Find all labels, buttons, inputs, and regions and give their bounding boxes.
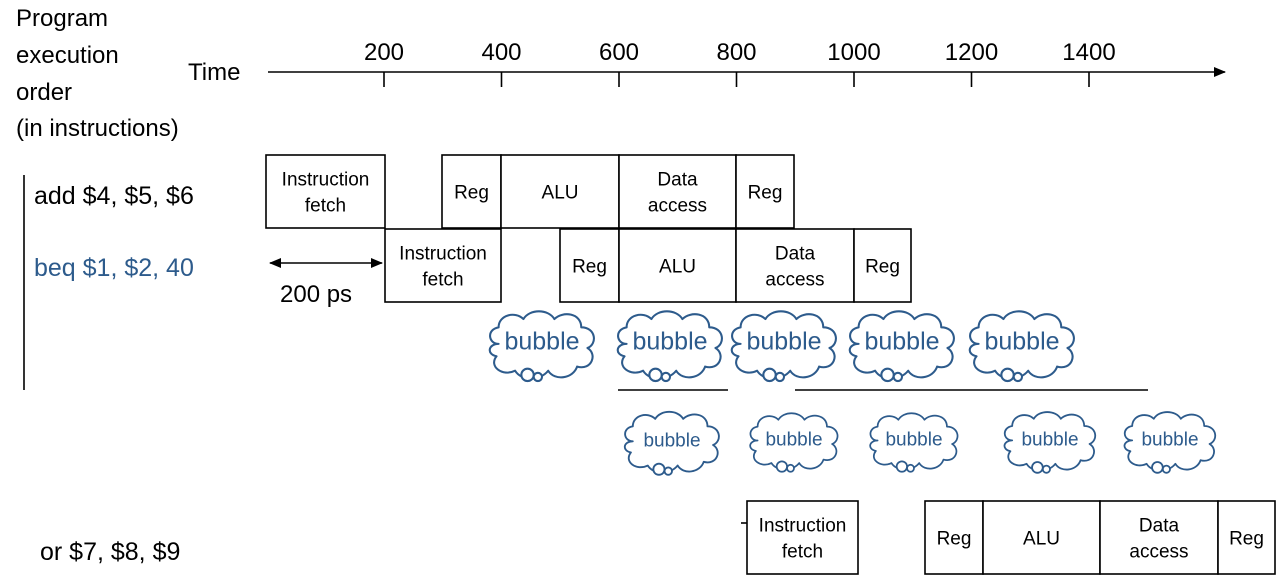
- bubble-small-3: bubble: [869, 412, 959, 473]
- program-order-line-4: (in instructions): [16, 115, 179, 142]
- bubble-small-5: bubble: [1123, 411, 1217, 474]
- stage-box-row3-2: Reg: [924, 500, 984, 575]
- stage-rect: [618, 228, 737, 303]
- tick-label-1400: 1400: [1062, 39, 1115, 66]
- stage-label: ALU: [542, 183, 579, 204]
- instruction-label-or: or $7, $8, $9: [40, 538, 180, 566]
- stage-label: access: [765, 270, 824, 291]
- bubble-label: bubble: [643, 431, 700, 452]
- stage-rect: [735, 154, 795, 229]
- program-order-line-1: Program: [16, 5, 108, 32]
- stage-label: fetch: [422, 270, 463, 291]
- bubble-large-2: bubble: [616, 310, 723, 383]
- program-order-line-3: order: [16, 79, 72, 106]
- stage-box-row3-1: Instruction fetch: [746, 500, 859, 575]
- stage-rect: [559, 228, 620, 303]
- bubble-label: bubble: [632, 328, 707, 356]
- stage-label: ALU: [659, 257, 696, 278]
- bubble-label: bubble: [765, 430, 822, 451]
- stage-rect: [1099, 500, 1219, 575]
- tick-label-1200: 1200: [945, 39, 998, 66]
- stage-rect: [735, 228, 855, 303]
- bubble-label: bubble: [1021, 430, 1078, 451]
- stage-label: Reg: [454, 183, 489, 204]
- stage-rect: [924, 500, 984, 575]
- stage-label: fetch: [305, 196, 346, 217]
- bubble-label: bubble: [864, 328, 939, 356]
- stage-box-row2-2: Reg: [559, 228, 620, 303]
- stage-label: Instruction: [759, 516, 847, 537]
- time-label: Time: [188, 59, 240, 86]
- bubble-large-5: bubble: [968, 310, 1076, 383]
- stage-box-row2-4: Data access: [735, 228, 855, 303]
- stage-box-row1-4: Data access: [618, 154, 737, 229]
- tick-label-600: 600: [599, 39, 639, 66]
- bubble-small-1: bubble: [623, 410, 720, 476]
- stage-label: Instruction: [282, 170, 370, 191]
- tick-label-200: 200: [364, 39, 404, 66]
- stage-rect: [746, 500, 859, 575]
- stage-rect: [265, 154, 386, 229]
- bubble-label: bubble: [746, 328, 821, 356]
- stage-box-row2-5: Reg: [853, 228, 912, 303]
- bubble-large-1: bubble: [488, 310, 595, 383]
- interval-label: 200 ps: [280, 281, 352, 308]
- stage-label: Data: [1139, 516, 1180, 537]
- stage-box-row2-3: ALU: [618, 228, 737, 303]
- bubble-label: bubble: [885, 430, 942, 451]
- stage-rect: [853, 228, 912, 303]
- bubble-small-4: bubble: [1003, 411, 1097, 474]
- bubble-label: bubble: [984, 328, 1059, 356]
- stage-box-row1-1: Instruction fetch: [265, 154, 386, 229]
- stage-box-row3-3: ALU: [982, 500, 1101, 575]
- bubble-large-3: bubble: [730, 310, 837, 383]
- stage-label: Reg: [1229, 529, 1264, 550]
- stage-label: Reg: [572, 257, 607, 278]
- stage-label: Reg: [937, 529, 972, 550]
- stage-label: Instruction: [399, 244, 487, 265]
- stage-label: Reg: [865, 257, 900, 278]
- bubble-large-4: bubble: [848, 310, 955, 383]
- time-axis-ticks: 200 400 600 800 1000 1200 1400: [364, 39, 1116, 87]
- stage-rect: [500, 154, 620, 229]
- tick-label-400: 400: [481, 39, 521, 66]
- stage-rect: [618, 154, 737, 229]
- stage-box-row2-1: Instruction fetch: [384, 228, 502, 303]
- stage-label: fetch: [782, 542, 823, 563]
- stage-label: Reg: [748, 183, 783, 204]
- stage-box-row1-5: Reg: [735, 154, 795, 229]
- bubbles: bubble bubble bubble bubble bubble bubble bubb…: [488, 310, 1217, 476]
- program-order-line-2: execution: [16, 42, 119, 69]
- stage-rect: [384, 228, 502, 303]
- stage-box-row1-3: ALU: [500, 154, 620, 229]
- bubble-small-2: bubble: [749, 412, 839, 473]
- stage-box-row3-4: Data access: [1099, 500, 1219, 575]
- instruction-label-beq: beq $1, $2, 40: [34, 254, 194, 282]
- stage-label: Data: [775, 244, 816, 265]
- bubble-label: bubble: [1141, 430, 1198, 451]
- tick-label-1000: 1000: [827, 39, 880, 66]
- stage-label: access: [648, 196, 707, 217]
- stage-label: access: [1129, 542, 1188, 563]
- tick-label-800: 800: [716, 39, 756, 66]
- stage-label: ALU: [1023, 529, 1060, 550]
- stage-box-row3-5: Reg: [1217, 500, 1276, 575]
- stage-box-row1-2: Reg: [441, 154, 502, 229]
- stage-rect: [1217, 500, 1276, 575]
- instruction-label-add: add $4, $5, $6: [34, 182, 194, 210]
- bubble-label: bubble: [504, 328, 579, 356]
- stage-label: Data: [657, 170, 698, 191]
- stage-rect: [982, 500, 1101, 575]
